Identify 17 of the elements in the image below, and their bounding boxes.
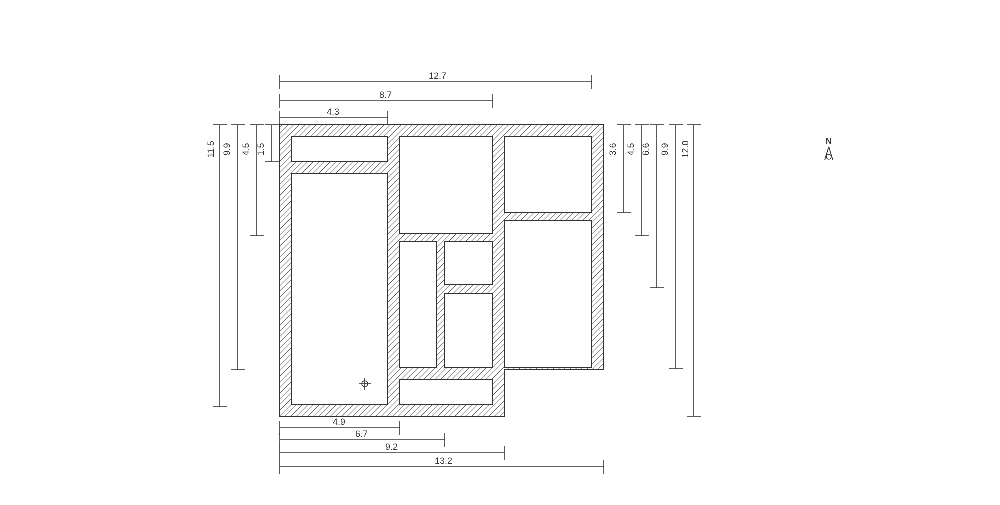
dimension-value: 9.9 <box>222 143 232 156</box>
dimension-value: 11.5 <box>206 141 216 158</box>
dimension-value: 12.0 <box>681 140 690 158</box>
dimension-value: 4.5 <box>626 143 636 156</box>
dimension-value: 6.7 <box>356 430 368 439</box>
dimension-value: 9.9 <box>660 143 670 156</box>
dimension-value: 1.5 <box>256 143 266 156</box>
dimension-value: 8.7 <box>380 91 392 100</box>
dimension-value: 4.3 <box>327 108 340 117</box>
north-label: N <box>826 137 832 146</box>
dimension-value: 13.2 <box>435 457 453 466</box>
dimension-value: 12.7 <box>429 72 447 81</box>
dimension-value: 4.5 <box>242 143 251 156</box>
dimension-value: 9.2 <box>386 443 398 452</box>
dimension-value: 6.6 <box>642 143 651 156</box>
dimension-value: 4.9 <box>333 418 346 427</box>
dimension-value: 3.6 <box>608 143 618 156</box>
